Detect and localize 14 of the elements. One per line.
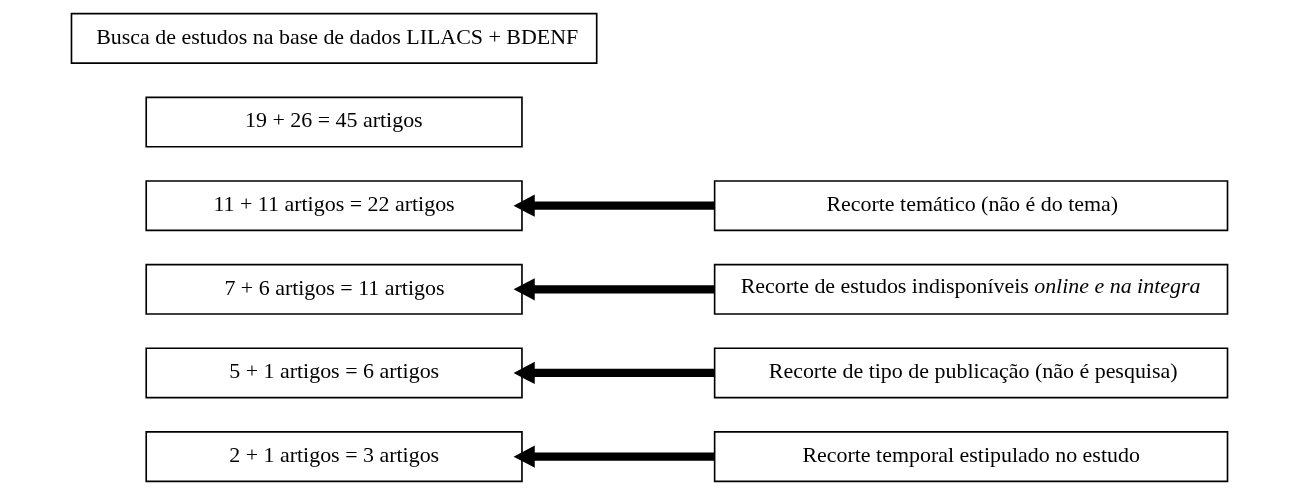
node-box: 7 + 6 artigos = 11 artigos — [145, 263, 523, 315]
arrow — [513, 361, 715, 385]
node-box: Busca de estudos na base de dados LILACS + BDENF — [70, 12, 598, 64]
node-box: 5 + 1 artigos = 6 artigos — [145, 347, 523, 399]
node-box: 11 + 11 artigos = 22 artigos — [145, 180, 523, 232]
node-box: Recorte temático (não é do tema) — [713, 180, 1229, 232]
node-box: 19 + 26 = 45 artigos — [145, 96, 523, 148]
arrow — [513, 194, 715, 217]
arrow — [513, 445, 715, 468]
node-box: 2 + 1 artigos = 3 artigos — [145, 431, 523, 483]
node-box: Recorte de tipo de publicação (não é pesquisa) — [713, 347, 1229, 399]
node-box: Recorte de estudos indisponíveis online e na integra — [713, 263, 1229, 315]
node-box: Recorte temporal estipulado no estudo — [713, 431, 1229, 483]
arrow — [513, 278, 715, 301]
